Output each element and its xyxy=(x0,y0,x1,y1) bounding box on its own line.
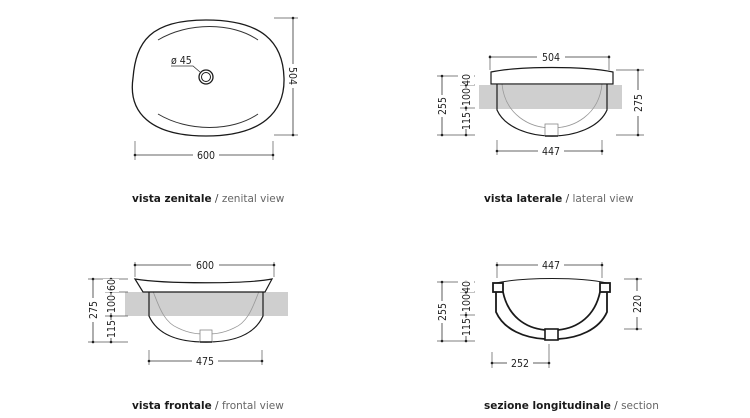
caption-english: zenital view xyxy=(221,193,285,205)
caption-frontal-view: vista frontale / frontal view xyxy=(132,400,284,412)
caption-section-view: sezione longitudinale / section xyxy=(484,400,659,412)
caption-english: lateral view xyxy=(572,193,634,205)
rim-left xyxy=(492,282,504,293)
drain xyxy=(199,329,213,343)
caption-lateral-view: vista laterale / lateral view xyxy=(484,193,634,205)
total-height-dimension: 275 xyxy=(88,301,100,319)
below-dimension: 115 xyxy=(461,112,473,130)
caption-english: section xyxy=(621,400,659,412)
caption-separator: / xyxy=(211,400,222,412)
total-height-dimension: 275 xyxy=(633,94,645,112)
drain-inner xyxy=(201,72,211,82)
lateral-view: 504 447 275 255 40 100 115 xyxy=(437,52,645,158)
drain-leader xyxy=(171,65,201,73)
frontal-view: 600 475 275 60 100 115 xyxy=(88,260,288,368)
rim xyxy=(133,278,274,293)
inner-wall xyxy=(502,291,601,331)
caption-italian: vista zenitale xyxy=(132,193,212,205)
depth-dimension: 504 xyxy=(286,67,298,85)
countertop xyxy=(479,85,622,109)
bottom-width-dimension: 475 xyxy=(196,356,214,368)
inner-rim-bottom xyxy=(157,113,259,128)
caption-separator: / xyxy=(610,400,622,412)
rim-right xyxy=(599,282,611,293)
zenital-view: ø 45 600 504 xyxy=(131,16,298,162)
right-height-dimension: 220 xyxy=(632,295,644,313)
drain xyxy=(544,123,559,137)
rim-dimension: 60 xyxy=(106,279,118,291)
caption-separator: / xyxy=(562,193,573,205)
countertop xyxy=(125,292,288,316)
caption-zenital-view: vista zenitale / zenital view xyxy=(132,193,284,205)
inner-rim-top xyxy=(157,26,259,41)
drain-offset-dimension: 252 xyxy=(511,358,529,370)
below-dimension: 115 xyxy=(461,318,473,336)
top-width-dimension: 447 xyxy=(542,260,560,272)
left-total-dimension: 255 xyxy=(437,303,449,321)
rim-arc xyxy=(495,278,608,284)
width-dimension: 600 xyxy=(197,150,215,162)
counter-dimension: 100 xyxy=(106,295,118,313)
top-width-dimension: 600 xyxy=(196,260,214,272)
caption-italian: vista laterale xyxy=(484,193,563,205)
top-width-dimension: 504 xyxy=(542,52,560,64)
section-view: 447 252 220 255 40 100 115 xyxy=(437,260,644,370)
caption-italian: vista frontale xyxy=(132,400,212,412)
drain-diameter-label: ø 45 xyxy=(171,55,192,67)
rim-dimension: 40 xyxy=(461,281,473,293)
left-total-dimension: 255 xyxy=(437,97,449,115)
rim-dimension: 40 xyxy=(461,74,473,86)
drain xyxy=(544,328,559,341)
caption-separator: / xyxy=(211,193,222,205)
caption-italian: sezione longitudinale xyxy=(484,400,611,412)
counter-dimension: 100 xyxy=(461,88,473,106)
caption-english: frontal view xyxy=(221,400,284,412)
bottom-width-dimension: 447 xyxy=(542,146,560,158)
basin-outline-top xyxy=(131,19,285,137)
below-dimension: 115 xyxy=(106,320,118,338)
counter-dimension: 100 xyxy=(461,294,473,312)
rim xyxy=(490,66,614,85)
drain-outer xyxy=(198,69,214,85)
